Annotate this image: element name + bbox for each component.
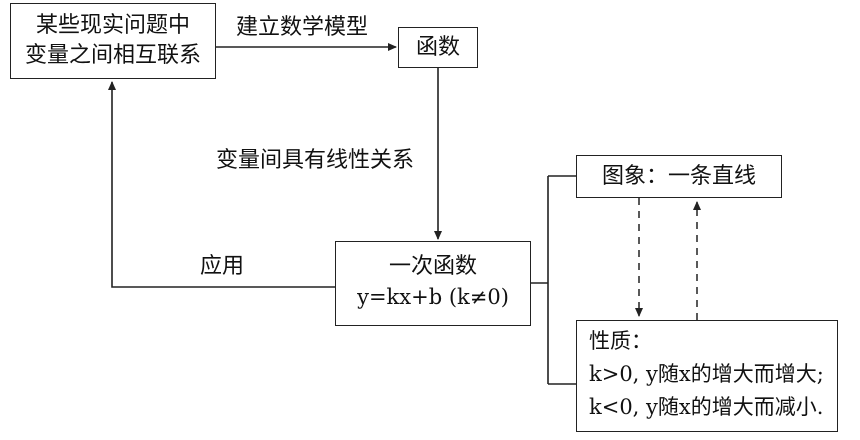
properties-title: 性质： (589, 329, 652, 353)
linear-formula: y=kx+b (k≠0) (357, 285, 509, 309)
arrow-apply (108, 81, 335, 288)
graph-label: 图象：一条直线 (601, 163, 756, 189)
linear-title: 一次函数 (388, 254, 477, 279)
properties-line2: k<0, y随x的增大而减小. (589, 395, 824, 419)
properties-line1: k>0, y随x的增大而增大; (589, 362, 824, 386)
edge-label-linear-relation: 变量间具有线性关系 (216, 148, 415, 173)
edge-label-apply: 应用 (200, 254, 245, 279)
edge-label-model: 建立数学模型 (236, 15, 369, 40)
problem-box: 某些现实问题中 变量之间相互联系 (10, 3, 216, 79)
properties-box: 性质： k>0, y随x的增大而增大; k<0, y随x的增大而减小. (576, 320, 838, 432)
linear-function-box: 一次函数 y=kx+b (k≠0) (335, 241, 531, 326)
function-box: 函数 (398, 27, 478, 68)
problem-line2: 变量之间相互联系 (24, 43, 201, 68)
function-label: 函数 (415, 34, 460, 60)
graph-box: 图象：一条直线 (576, 155, 782, 198)
problem-line1: 某些现实问题中 (35, 13, 190, 38)
